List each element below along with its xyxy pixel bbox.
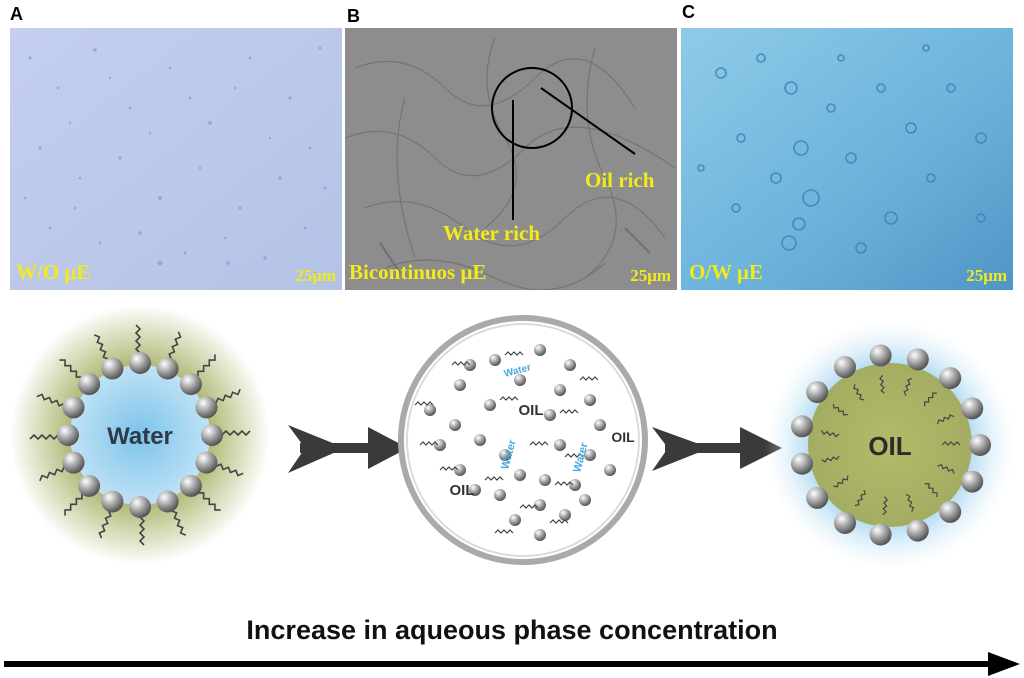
middle-oil-label-3: OIL [450, 482, 475, 499]
bicontinuous-structure: OIL OIL OIL Water Water Water [398, 315, 648, 565]
middle-oil-label-1: OIL [519, 402, 544, 419]
schematic-diagram: Water OIL OIL OIL Water Water [10, 305, 1015, 570]
oil-in-water-micelle: OIL [765, 320, 1015, 570]
concentration-arrow [4, 652, 1020, 676]
panel-c-scale: 25μm [966, 266, 1007, 285]
arrow-shaft-2 [665, 443, 747, 453]
right-core-label: OIL [868, 431, 911, 461]
concentration-arrow-head [988, 652, 1020, 676]
micrograph-ow: O/W μE 25μm [681, 28, 1013, 290]
panel-a-scale: 25μm [295, 266, 336, 285]
left-core-label: Water [107, 423, 173, 450]
panel-c-label: O/W μE [689, 260, 763, 284]
middle-oil-label-2: OIL [611, 429, 635, 445]
arrow-shaft-1 [300, 443, 380, 453]
panel-letter-b: B [347, 6, 360, 26]
micrograph-wo: W/O μE 25μm [10, 28, 342, 290]
micrograph-wo-image [10, 28, 342, 290]
annotation-water-rich: Water rich [443, 221, 541, 245]
micrograph-ow-image [681, 28, 1013, 290]
concentration-arrow-shaft [4, 661, 994, 667]
panel-letter-c: C [682, 2, 695, 22]
micrograph-bicontinuous: Oil rich Water rich Bicontinuos μE 25μm [345, 28, 677, 290]
annotation-oil-rich: Oil rich [585, 168, 655, 192]
footer-title: Increase in aqueous phase concentration [246, 615, 778, 645]
panel-a-label: W/O μE [16, 260, 91, 284]
panel-b-scale: 25μm [630, 266, 671, 285]
reverse-micelle: Water [10, 305, 270, 565]
micrograph-bicontinuous-image [345, 28, 677, 290]
arrow-head-1 [368, 427, 408, 469]
arrow-head-2 [740, 427, 782, 469]
surfactant-heads-outer [791, 344, 991, 546]
panel-b-label: Bicontinuos μE [349, 260, 487, 284]
surfactant-heads-ring [57, 352, 223, 518]
panel-letter-a: A [10, 4, 23, 24]
